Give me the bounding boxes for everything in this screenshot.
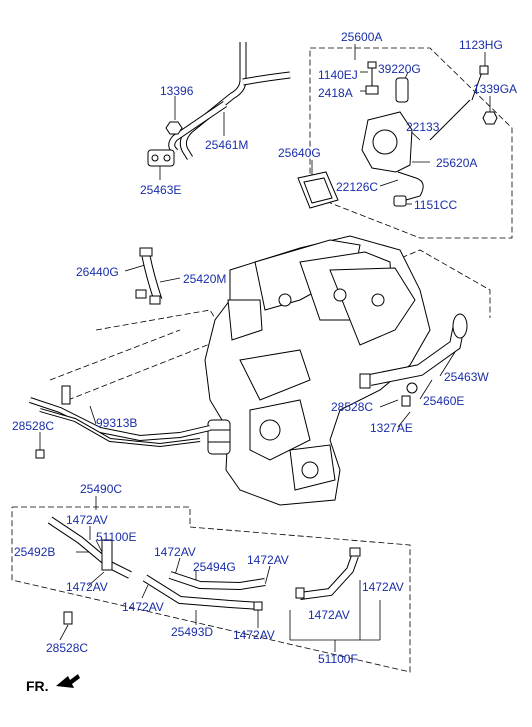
- coolant-pipe-25461M: [172, 42, 290, 158]
- label-25490C: 25490C: [80, 482, 123, 496]
- label-25461M: 25461M: [205, 138, 249, 152]
- gasket-25640G: [298, 172, 338, 208]
- label-1472AV-4: 1472AV: [66, 580, 108, 594]
- front-direction-arrow: [56, 674, 80, 688]
- label-22133: 22133: [406, 120, 440, 134]
- label-25463W: 25463W: [444, 370, 489, 384]
- label-25460E: 25460E: [423, 394, 465, 408]
- hose-99313B: [30, 385, 210, 459]
- label-25463E: 25463E: [140, 183, 182, 197]
- label-25420M: 25420M: [183, 272, 227, 286]
- label-25493D: 25493D: [171, 625, 214, 639]
- label-1472AV-5: 1472AV: [362, 580, 404, 594]
- front-direction-label: FR.: [26, 678, 49, 694]
- label-51100E: 51100E: [96, 530, 137, 544]
- label-99313B: 99313B: [96, 416, 138, 430]
- label-1151CC: 1151CC: [414, 198, 458, 212]
- label-25492B: 25492B: [14, 545, 56, 559]
- label-1472AV-6: 1472AV: [122, 600, 164, 614]
- label-39220G: 39220G: [378, 62, 421, 76]
- label-1472AV-7: 1472AV: [308, 608, 350, 622]
- label-1472AV-3: 1472AV: [247, 553, 289, 567]
- label-1327AE: 1327AE: [370, 421, 413, 435]
- label-1339GA: 1339GA: [473, 82, 518, 96]
- lower-hoses: [50, 520, 361, 625]
- label-25494G: 25494G: [193, 560, 236, 574]
- label-1140EJ: 1140EJ: [318, 68, 358, 82]
- label-2418A: 2418A: [318, 86, 353, 100]
- label-1472AV-1: 1472AV: [66, 513, 108, 527]
- label-28528C-right: 28528C: [331, 400, 374, 414]
- label-1472AV-8: 1472AV: [233, 628, 275, 642]
- label-26440G: 26440G: [76, 265, 119, 279]
- label-13396: 13396: [160, 84, 194, 98]
- label-28528C-left: 28528C: [12, 419, 55, 433]
- thermostat-housing-25600A: [362, 61, 423, 207]
- bolt-13396: [165, 121, 183, 135]
- bolts-top-right: [430, 65, 498, 140]
- label-22126C: 22126C: [336, 180, 379, 194]
- label-51100F: 51100F: [318, 652, 358, 666]
- hose-25420M: [135, 247, 160, 305]
- engine-block: [205, 236, 430, 505]
- pipe-25460E: [359, 313, 468, 407]
- label-25620A: 25620A: [436, 156, 478, 170]
- label-1123HG: 1123HG: [459, 38, 503, 52]
- label-28528C-bottom: 28528C: [46, 641, 89, 655]
- label-25640G: 25640G: [278, 146, 321, 160]
- label-25600A: 25600A: [341, 30, 383, 44]
- label-1472AV-2: 1472AV: [154, 545, 196, 559]
- gasket-25463E: [147, 149, 175, 167]
